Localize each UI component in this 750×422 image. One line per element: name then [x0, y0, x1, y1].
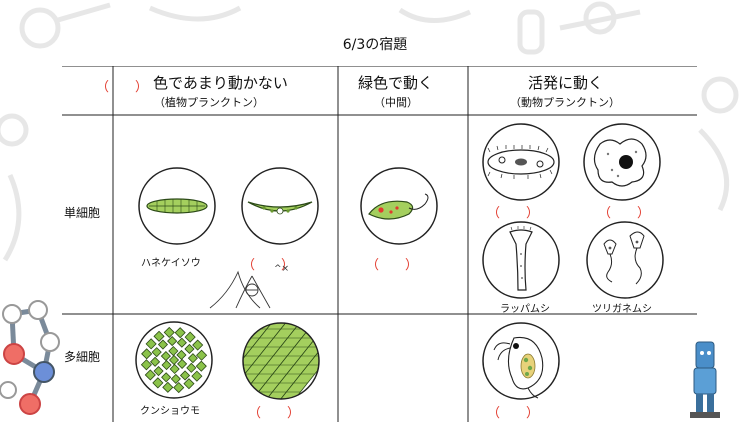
column-subheader-middle: （中間）	[374, 96, 418, 109]
answer-blank-filament: （ ）	[248, 406, 301, 421]
amoeba-illustration	[583, 123, 661, 201]
header-answer-blank: （ ）	[96, 80, 149, 95]
answer-blank-euglena: （ ）	[366, 258, 419, 273]
row-label-multicellular: 多細胞	[64, 350, 101, 364]
label-kunshoumo: クンショウモ	[140, 406, 200, 417]
mascot-figure	[690, 341, 720, 418]
column-subheader-plant: （植物プランクトン）	[154, 96, 264, 109]
answer-blank-closterium: （ ）	[242, 258, 295, 273]
label-hanekeisou: ハネケイソウ	[141, 258, 201, 269]
column-header-animal: 活発に動く	[528, 74, 604, 92]
column-subheader-animal: （動物プランクトン）	[510, 96, 620, 109]
column-header-middle: 緑色で動く	[358, 74, 434, 92]
paramecium-illustration	[482, 123, 560, 201]
pencil-sketch-diagram	[209, 270, 271, 309]
pediastrum-illustration	[135, 321, 213, 399]
vorticella-illustration	[586, 221, 664, 299]
daphnia-illustration	[482, 322, 560, 400]
answer-blank-daphnia: （ ）	[487, 406, 540, 421]
answer-blank-paramecium: （ ）	[487, 206, 540, 221]
table-grid	[62, 66, 697, 422]
classification-worksheet: （ ） 色であまり動かない （植物プランクトン） 緑色で動く （中間） 活発に動…	[62, 66, 697, 422]
closterium-illustration	[241, 167, 319, 245]
label-tsuriganemushi: ツリガネムシ	[592, 304, 652, 315]
diatom-illustration	[138, 167, 216, 245]
label-rappamushi: ラッパムシ	[500, 304, 550, 315]
euglena-illustration	[360, 167, 438, 245]
row-label-unicellular: 単細胞	[64, 206, 101, 220]
column-header-plant: 色であまり動かない	[153, 74, 288, 92]
stentor-illustration	[482, 221, 560, 299]
page-title: 6/3の宿題	[342, 37, 408, 53]
filamentous-alga-illustration	[242, 322, 320, 400]
molecule-model-illustration	[0, 300, 60, 415]
answer-blank-amoeba: （ ）	[598, 206, 651, 221]
sketch-note: ^×	[274, 264, 290, 274]
